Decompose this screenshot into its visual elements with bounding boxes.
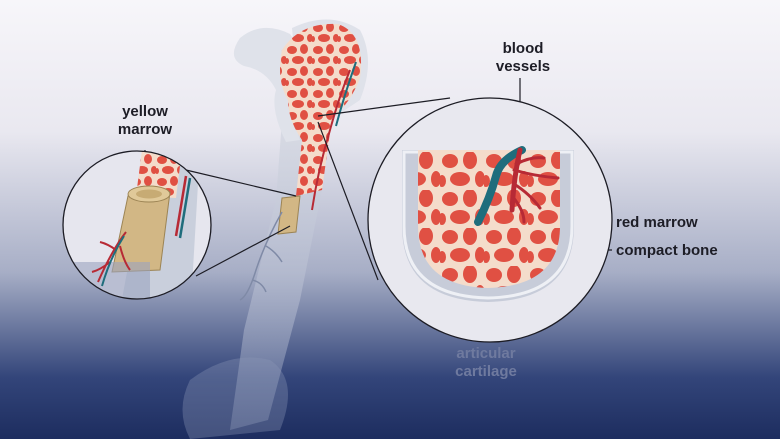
articular-cartilage-label-line2: cartilage	[455, 363, 517, 380]
red-marrow-label: red marrow	[616, 214, 698, 231]
femur-yellow-marrow	[277, 195, 301, 235]
femur-shaft	[230, 118, 330, 430]
yellow-marrow-label: yellow marrow	[100, 103, 190, 139]
yellow-marrow-label-line1: yellow	[122, 103, 168, 120]
femur-knee	[182, 357, 288, 439]
femur	[182, 19, 368, 439]
compact-bone-label: compact bone	[616, 242, 718, 259]
shaft-vessel-artery	[311, 69, 351, 211]
shaft-vessel-vein	[335, 61, 357, 127]
vessel-artery-main	[509, 147, 523, 213]
yellow-marrow-magnifier	[62, 150, 212, 300]
femur-spongy-bone	[280, 23, 362, 196]
blood-vessels-label: blood vessels	[478, 40, 568, 76]
magnified-branch-vessels	[91, 231, 131, 283]
femoral-head-magnifier	[367, 97, 613, 343]
lower-vessels	[239, 211, 283, 301]
magnified-red-marrow	[418, 150, 560, 288]
vessel-vein-main	[474, 146, 526, 226]
articular-cartilage-layer	[402, 150, 574, 300]
magnified-vessel-artery	[174, 175, 188, 237]
articular-cartilage-label: articular cartilage	[436, 345, 536, 381]
yellow-marrow-label-line2: marrow	[117, 121, 173, 138]
vessel-artery-branches	[510, 156, 560, 224]
magnified-vessel-vein	[178, 177, 192, 239]
blood-vessels-label-line1: blood	[502, 40, 544, 57]
articular-cartilage-label-line1: articular	[456, 345, 516, 362]
blood-vessels-label-line2: vessels	[495, 58, 551, 75]
